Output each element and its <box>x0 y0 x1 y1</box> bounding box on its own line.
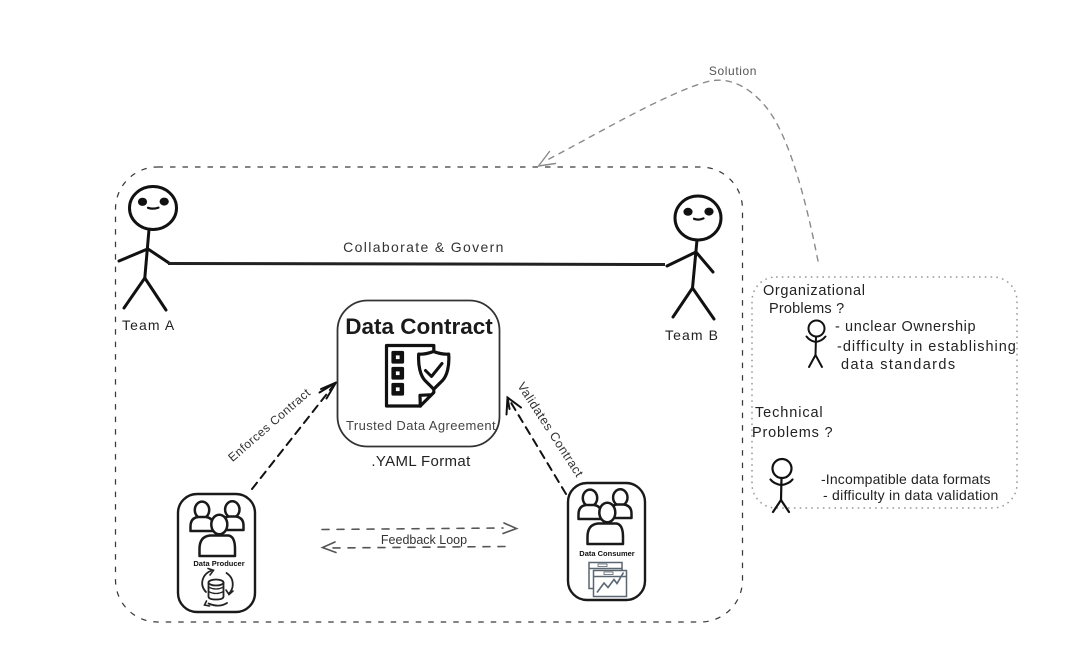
svg-text:Collaborate & Govern: Collaborate & Govern <box>343 239 505 255</box>
svg-text:Solution: Solution <box>709 64 757 78</box>
svg-text:Problems ?: Problems ? <box>769 301 844 317</box>
svg-text:Problems ?: Problems ? <box>752 425 833 441</box>
svg-text:- difficulty in data validatio: - difficulty in data validation <box>823 487 999 503</box>
svg-text:.YAML Format: .YAML Format <box>371 453 471 470</box>
svg-text:Data Consumer: Data Consumer <box>579 549 635 558</box>
svg-text:-Incompatible data formats: -Incompatible data formats <box>821 471 991 487</box>
svg-text:- unclear Ownership: - unclear Ownership <box>835 319 976 335</box>
svg-text:Technical: Technical <box>755 405 824 421</box>
svg-text:-difficulty in establishing: -difficulty in establishing <box>837 339 1017 355</box>
svg-text:data standards: data standards <box>841 357 957 373</box>
svg-text:Data Contract: Data Contract <box>345 314 493 339</box>
svg-text:Team A: Team A <box>122 317 175 333</box>
svg-text:Feedback Loop: Feedback Loop <box>381 533 467 547</box>
svg-text:Trusted Data Agreement: Trusted Data Agreement <box>346 418 496 433</box>
svg-text:Organizational: Organizational <box>763 283 866 299</box>
svg-text:Data Producer: Data Producer <box>193 559 244 568</box>
svg-text:Team B: Team B <box>665 327 719 343</box>
